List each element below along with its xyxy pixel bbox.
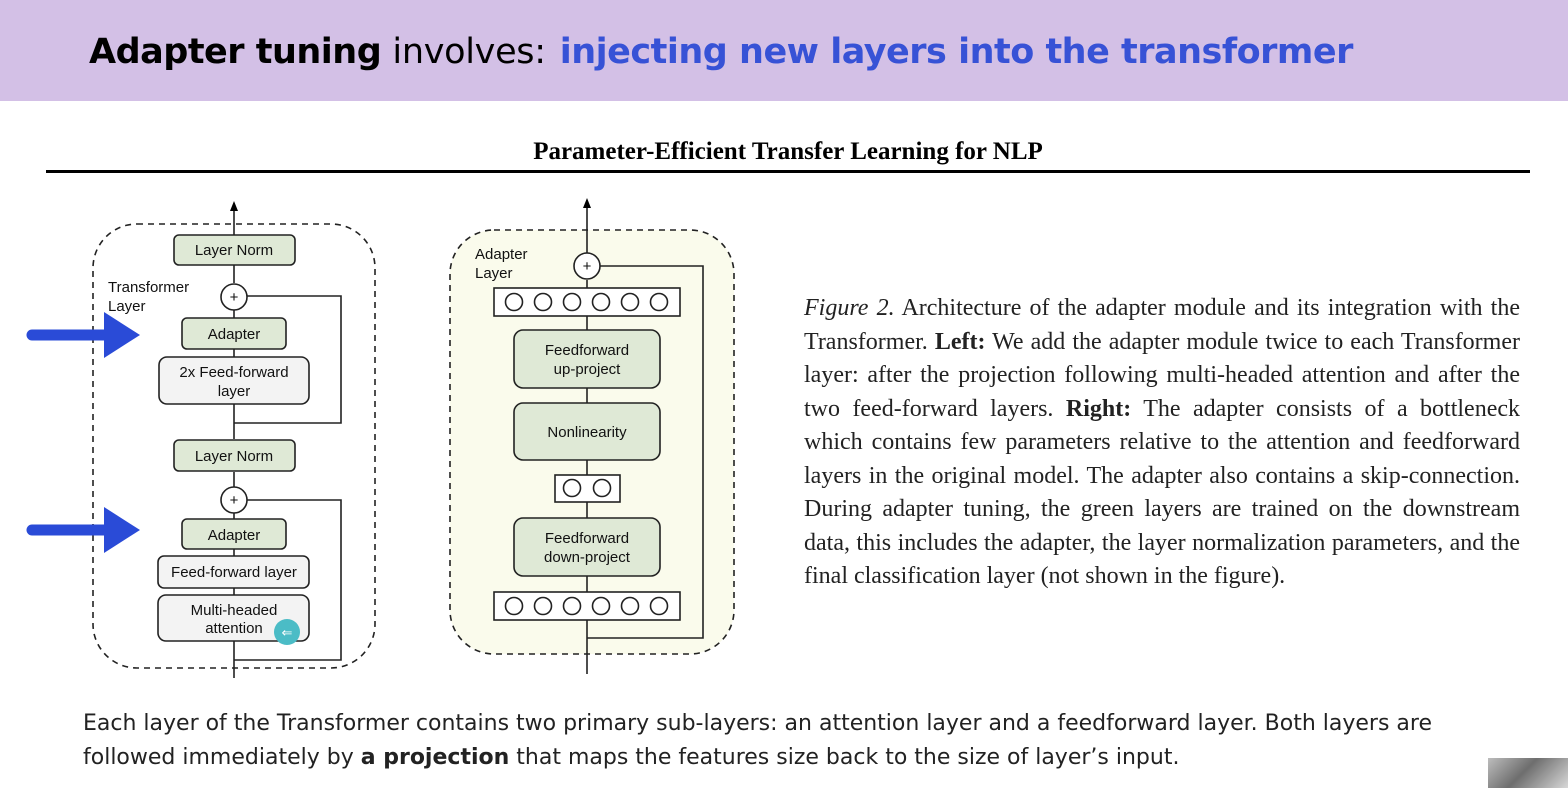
nonlinearity-label: Nonlinearity <box>547 424 627 441</box>
adapter-top-label: Adapter <box>208 326 261 343</box>
explanation-note: Each layer of the Transformer contains t… <box>83 707 1483 775</box>
adapter-bottom-label: Adapter <box>208 527 261 544</box>
feed-forward-layer-label: Feed-forward layer <box>171 564 297 581</box>
add-node-bottom <box>220 486 248 514</box>
adapter-add-node-symbol: + <box>583 258 592 275</box>
figure-caption: Figure 2. Architecture of the adapter mo… <box>804 292 1520 594</box>
caption-text-1: Architecture of the adapter module and i… <box>804 295 1520 355</box>
adapter-layer-label-line1: Adapter <box>475 246 528 263</box>
left-connectors <box>230 201 342 678</box>
multi-headed-attention-line2: attention <box>205 620 263 637</box>
feed-forward-layer <box>157 555 310 589</box>
caption-left-label: Left: <box>934 328 986 355</box>
feed-forward-2x <box>158 356 310 405</box>
feedforward-down-project <box>513 517 661 577</box>
note-text-2: that maps the features size back to the … <box>516 745 1180 770</box>
highlight-arrow-top-icon <box>26 312 140 358</box>
add-node-top <box>220 283 248 311</box>
paper-title: Parameter-Efficient Transfer Learning fo… <box>533 138 1043 165</box>
layer-norm-top-label: Layer Norm <box>195 242 273 259</box>
add-node-top-symbol: + <box>230 289 239 306</box>
layer-norm-bottom <box>173 439 296 472</box>
caption-right-label: Right: <box>1065 395 1132 422</box>
transformer-layer-label-line2: Layer <box>108 298 146 315</box>
caption-text-3: The adapter consists of a bottleneck whi… <box>804 395 1520 590</box>
title-highlight: injecting new layers into the transforme… <box>559 32 1354 72</box>
title-regular: involves: <box>392 32 546 72</box>
feedforward-down-project-line2: down-project <box>544 549 631 566</box>
add-node-bottom-symbol: + <box>230 492 239 509</box>
highlight-arrow-bottom-icon <box>26 507 140 553</box>
adapter-add-node <box>573 252 601 280</box>
layer-norm-bottom-label: Layer Norm <box>195 448 273 465</box>
presenter-webcam-thumbnail <box>1488 758 1568 788</box>
input-units-row <box>493 591 681 621</box>
multi-headed-attention-line1: Multi-headed <box>191 602 278 619</box>
back-cursor-icon[interactable] <box>274 619 300 645</box>
multi-headed-attention <box>157 594 310 642</box>
feed-forward-2x-line2: layer <box>218 383 251 400</box>
layer-norm-top <box>173 234 296 266</box>
note-bold: a projection <box>360 745 510 770</box>
transformer-layer-label-line1: Transformer <box>108 279 189 296</box>
nonlinearity <box>513 402 661 461</box>
feedforward-down-project-line1: Feedforward <box>545 530 629 547</box>
adapter-bottom <box>181 518 287 550</box>
note-text-1: Each layer of the Transformer contains t… <box>83 711 1432 770</box>
bottleneck-units-row <box>554 474 621 503</box>
feed-forward-2x-line1: 2x Feed-forward <box>179 364 288 381</box>
caption-text-2: We add the adapter module twice to each … <box>804 328 1520 422</box>
adapter-top <box>181 317 287 350</box>
slide-title: Adapter tuning involves: injecting new la… <box>89 28 1353 76</box>
title-rule <box>46 170 1530 173</box>
title-bold: Adapter tuning <box>89 32 382 72</box>
right-connectors <box>583 198 704 674</box>
adapter-layer-label-line2: Layer <box>475 265 513 282</box>
caption-figure-label: Figure 2. <box>804 295 895 321</box>
slide-header <box>0 0 1568 101</box>
back-arrow-icon: ⇐ <box>282 626 293 641</box>
output-units-row <box>493 287 681 317</box>
feedforward-up-project-line1: Feedforward <box>545 342 629 359</box>
feedforward-up-project <box>513 329 661 389</box>
feedforward-up-project-line2: up-project <box>554 361 622 378</box>
